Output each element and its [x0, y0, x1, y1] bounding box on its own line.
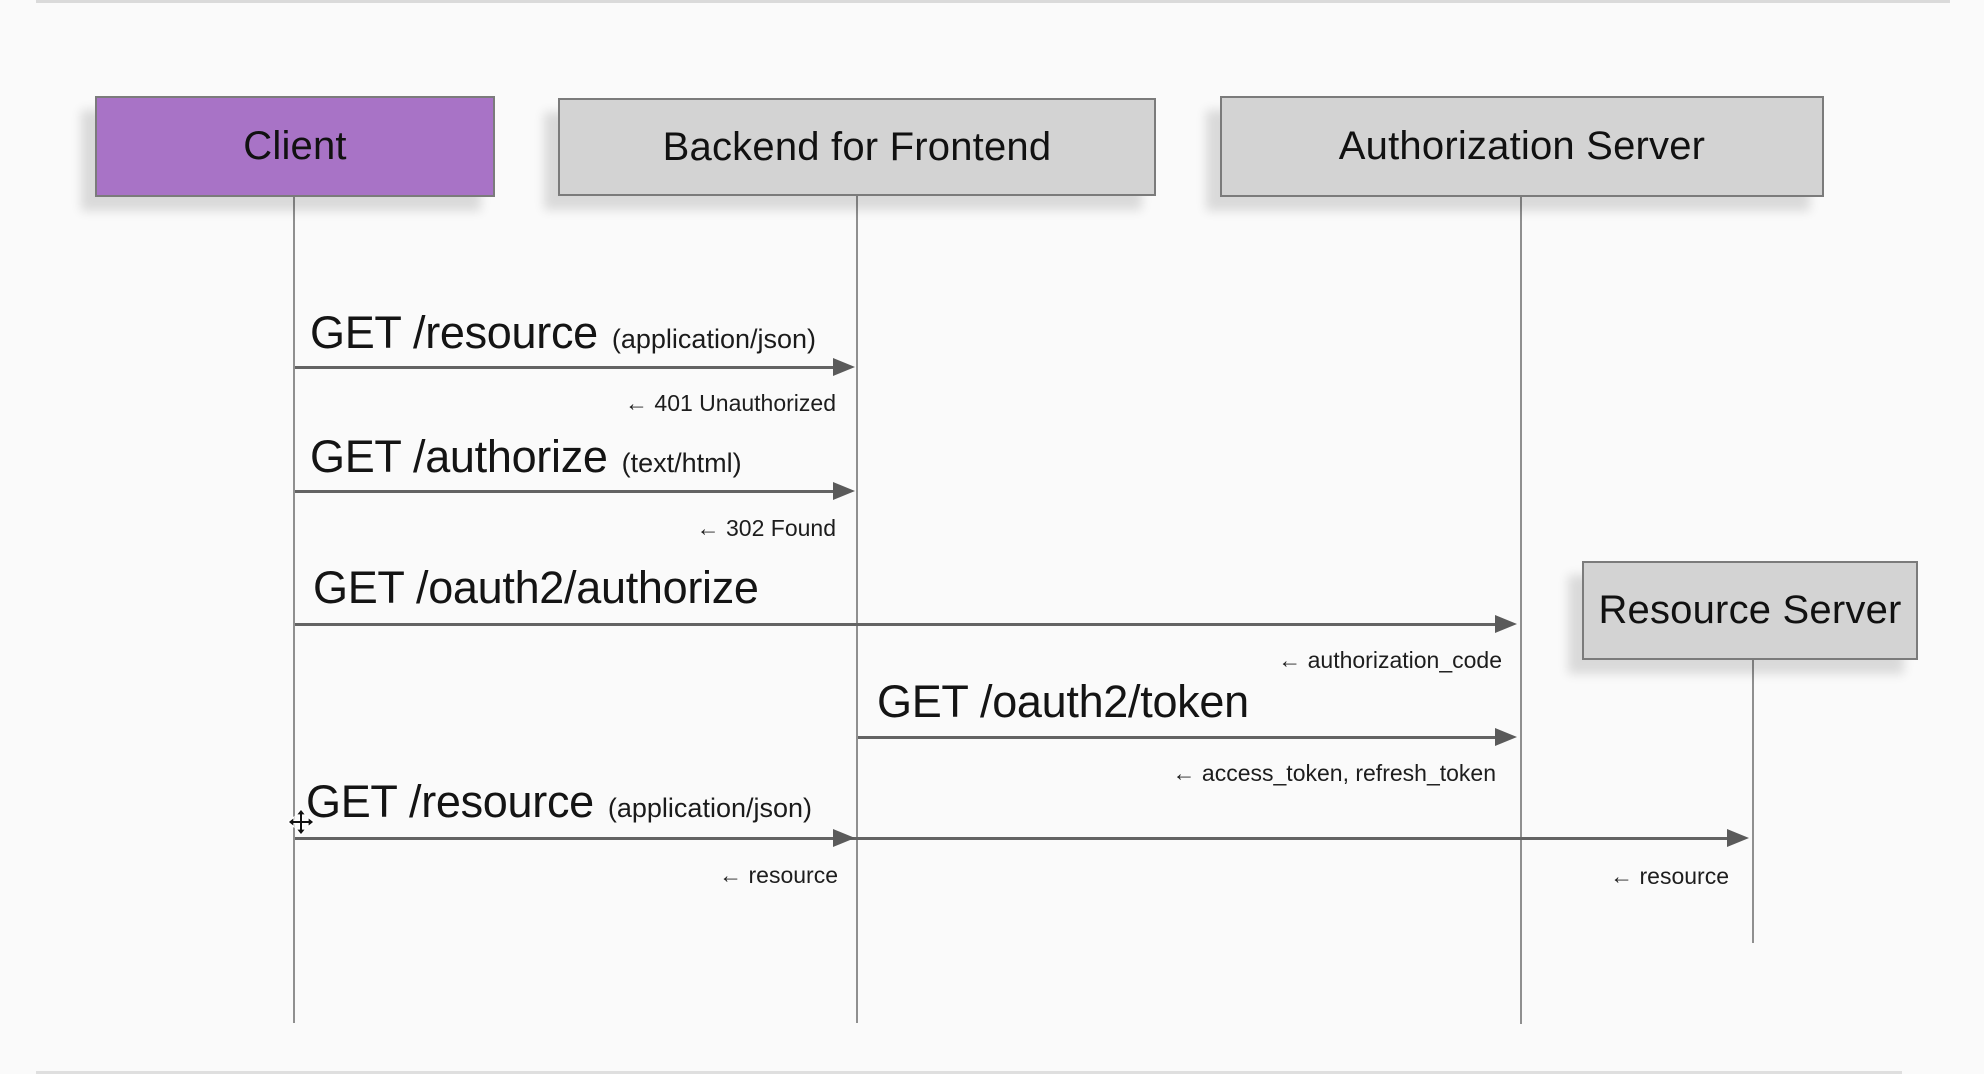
actor-box-backend-for-frontend: Backend for Frontend: [558, 98, 1156, 196]
arrowhead-icon: [1495, 615, 1517, 633]
lifeline-backend-for-frontend: [856, 196, 858, 1023]
message-arrow-4: [858, 736, 1497, 739]
response-label-resource-left: ← resource: [719, 862, 838, 888]
bottom-edge-line: [36, 1071, 1902, 1074]
message-arrow-5: [295, 837, 1729, 840]
lifeline-resource-server: [1752, 660, 1754, 943]
response-label-access-token-refresh-token: ← access_token, refresh_token: [1172, 760, 1496, 786]
message-mime: (text/html): [621, 448, 742, 478]
actor-box-resource-server: Resource Server: [1582, 561, 1918, 660]
message-arrow-2: [295, 490, 835, 493]
lifeline-client: [293, 197, 295, 1023]
message-mime: (application/json): [611, 324, 816, 354]
message-method: GET /oauth2/authorize: [313, 562, 759, 613]
response-label-authorization-code: ← authorization_code: [1278, 647, 1502, 673]
arrowhead-icon: [833, 829, 855, 847]
message-label-get-oauth2-token: GET /oauth2/token: [877, 677, 1249, 727]
lifeline-authorization-server: [1520, 197, 1522, 1024]
message-label-get-resource-2[interactable]: GET /resource (application/json): [306, 777, 812, 827]
message-arrow-1: [295, 366, 835, 369]
message-method: GET /resource: [310, 307, 598, 358]
response-label-302-found: ← 302 Found: [696, 515, 836, 541]
message-label-get-oauth2-authorize: GET /oauth2/authorize: [313, 563, 759, 613]
arrowhead-icon: [833, 482, 855, 500]
response-label-resource-right: ← resource: [1610, 863, 1729, 889]
message-method: GET /resource: [306, 776, 594, 827]
arrowhead-icon: [1727, 829, 1749, 847]
top-edge-line: [36, 0, 1950, 3]
actor-label-resource-server: Resource Server: [1598, 588, 1902, 632]
arrowhead-icon: [833, 358, 855, 376]
actor-label-authorization-server: Authorization Server: [1338, 124, 1706, 168]
message-label-get-resource-1: GET /resource (application/json): [310, 308, 816, 358]
message-label-get-authorize: GET /authorize (text/html): [310, 432, 742, 482]
arrowhead-icon: [1495, 728, 1517, 746]
actor-box-authorization-server: Authorization Server: [1220, 96, 1824, 197]
move-cursor-icon: [287, 808, 315, 836]
message-mime: (application/json): [607, 793, 812, 823]
actor-label-backend-for-frontend: Backend for Frontend: [662, 124, 1052, 169]
message-arrow-3: [295, 623, 1497, 626]
response-label-401-unauthorized: ← 401 Unauthorized: [625, 390, 836, 416]
actor-box-client: Client: [95, 96, 495, 197]
message-method: GET /authorize: [310, 431, 608, 482]
message-method: GET /oauth2/token: [877, 676, 1249, 727]
actor-label-client: Client: [243, 124, 347, 168]
